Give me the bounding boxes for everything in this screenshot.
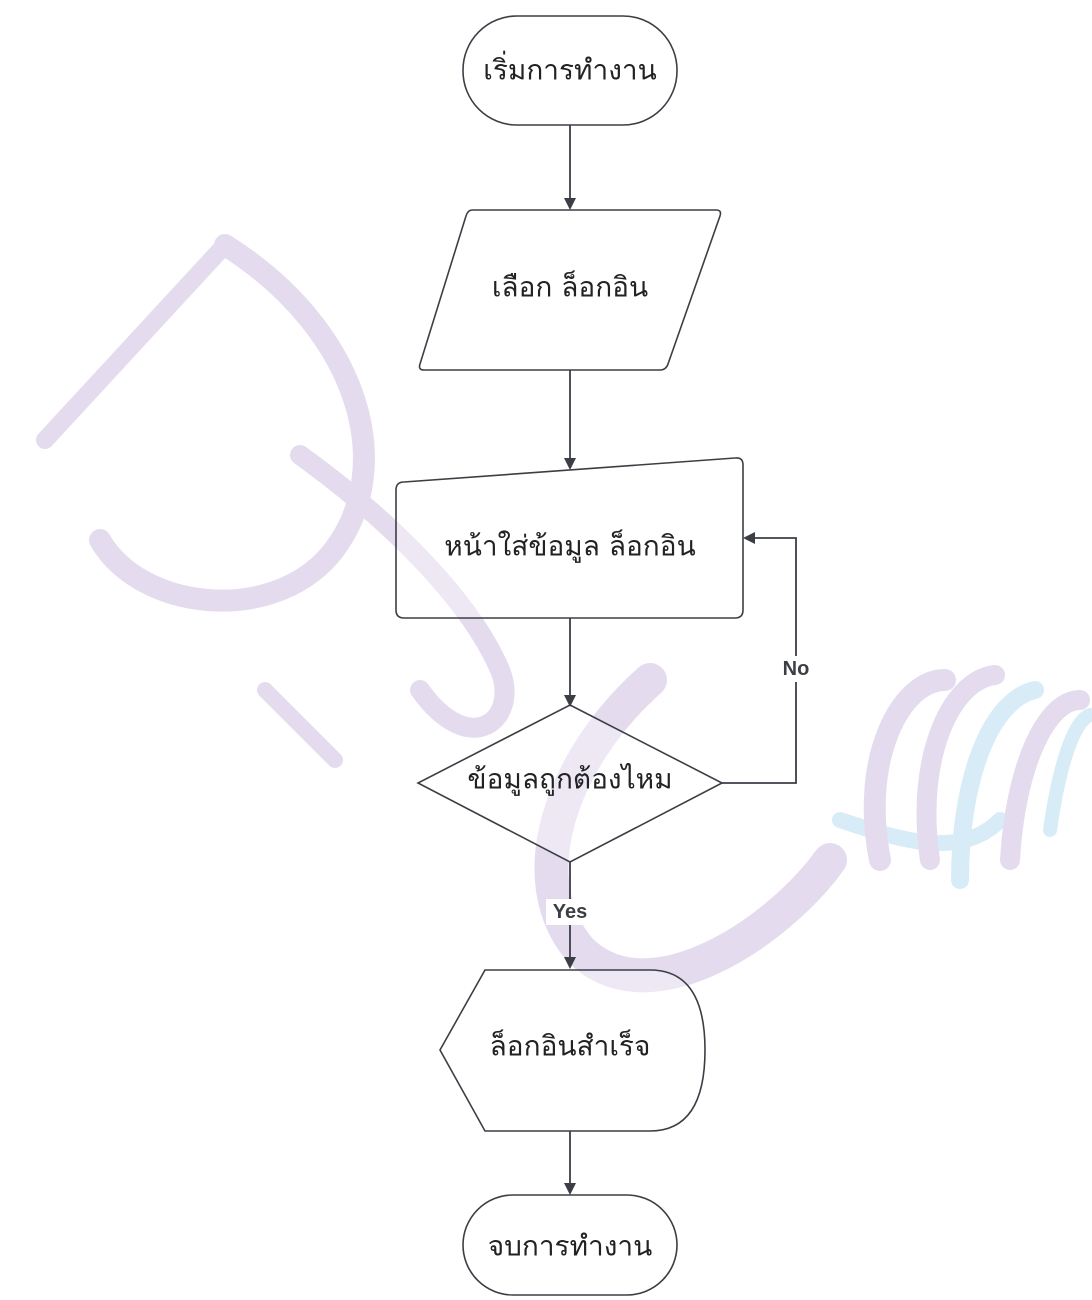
node-start-label: เริ่มการทำงาน (483, 51, 657, 87)
node-check-data: ข้อมูลถูกต้องไหม (416, 704, 724, 863)
node-login-page: หน้าใส่ข้อมูล ล็อกอิน (395, 457, 744, 619)
node-login-page-label: หน้าใส่ข้อมูล ล็อกอิน (444, 529, 695, 564)
watermark-logo (36, 234, 1092, 993)
manual-input-shape (395, 457, 744, 619)
watermark-letter-u (534, 663, 847, 993)
terminator-shape (462, 15, 678, 126)
edge-label-yes: Yes (553, 901, 587, 923)
node-select-login: เลือก ล็อกอิน (418, 209, 722, 371)
node-start: เริ่มการทำงาน (462, 15, 678, 126)
node-select-login-label: เลือก ล็อกอิน (492, 270, 648, 304)
edge-labels: No Yes (546, 656, 814, 925)
node-login-success: ล็อกอินสำเร็จ (439, 969, 706, 1132)
decision-shape (416, 704, 724, 863)
edge-label-no: No (783, 658, 810, 680)
data-input-shape (418, 209, 722, 371)
watermark-letter-d (36, 234, 375, 612)
watermark-globe (832, 665, 1092, 889)
display-shape (439, 969, 706, 1132)
node-login-success-label: ล็อกอินสำเร็จ (490, 1029, 651, 1063)
node-end-label: จบการทำงาน (488, 1230, 653, 1263)
terminator-shape (462, 1194, 678, 1296)
node-end: จบการทำงาน (462, 1194, 678, 1296)
watermark-letter-p (257, 445, 515, 768)
node-check-data-label: ข้อมูลถูกต้องไหม (467, 763, 672, 797)
